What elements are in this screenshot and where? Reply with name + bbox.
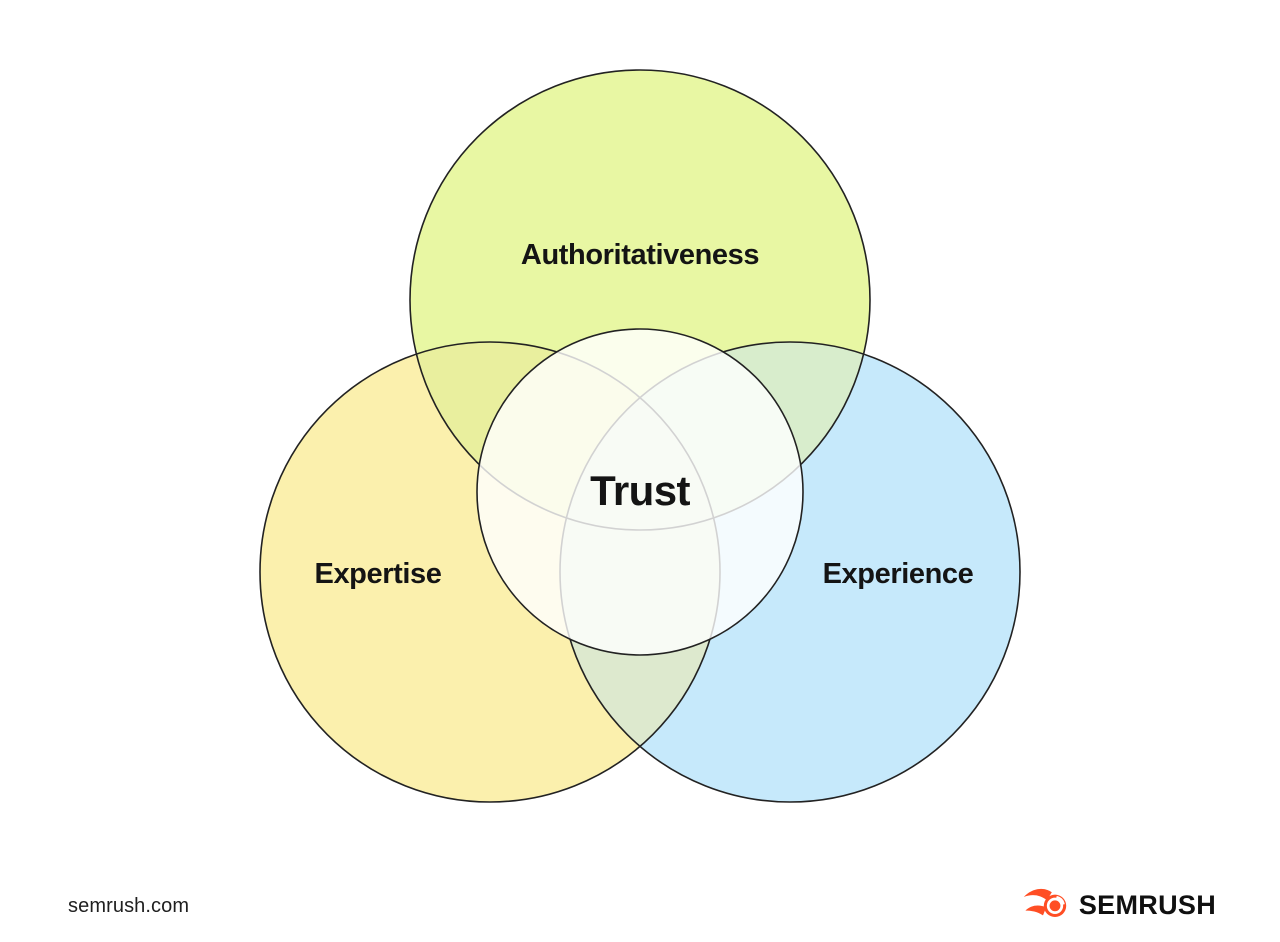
semrush-flame-ball-icon bbox=[1023, 885, 1071, 925]
semrush-logo: SEMRUSH bbox=[1023, 885, 1216, 925]
experience-label: Experience bbox=[823, 558, 974, 590]
logo-ball-ring bbox=[1046, 897, 1064, 914]
expertise-label: Expertise bbox=[315, 558, 442, 590]
trust-circle bbox=[476, 328, 804, 656]
source-url-text: semrush.com bbox=[68, 895, 190, 917]
authoritativeness-label: Authoritativeness bbox=[521, 239, 759, 271]
semrush-wordmark: SEMRUSH bbox=[1078, 889, 1216, 920]
flame-lower-tongue bbox=[1025, 905, 1047, 916]
flame-upper-tongue bbox=[1023, 888, 1052, 901]
logo-gauge-arc bbox=[1056, 896, 1065, 905]
trust-label: Trust bbox=[590, 467, 690, 514]
